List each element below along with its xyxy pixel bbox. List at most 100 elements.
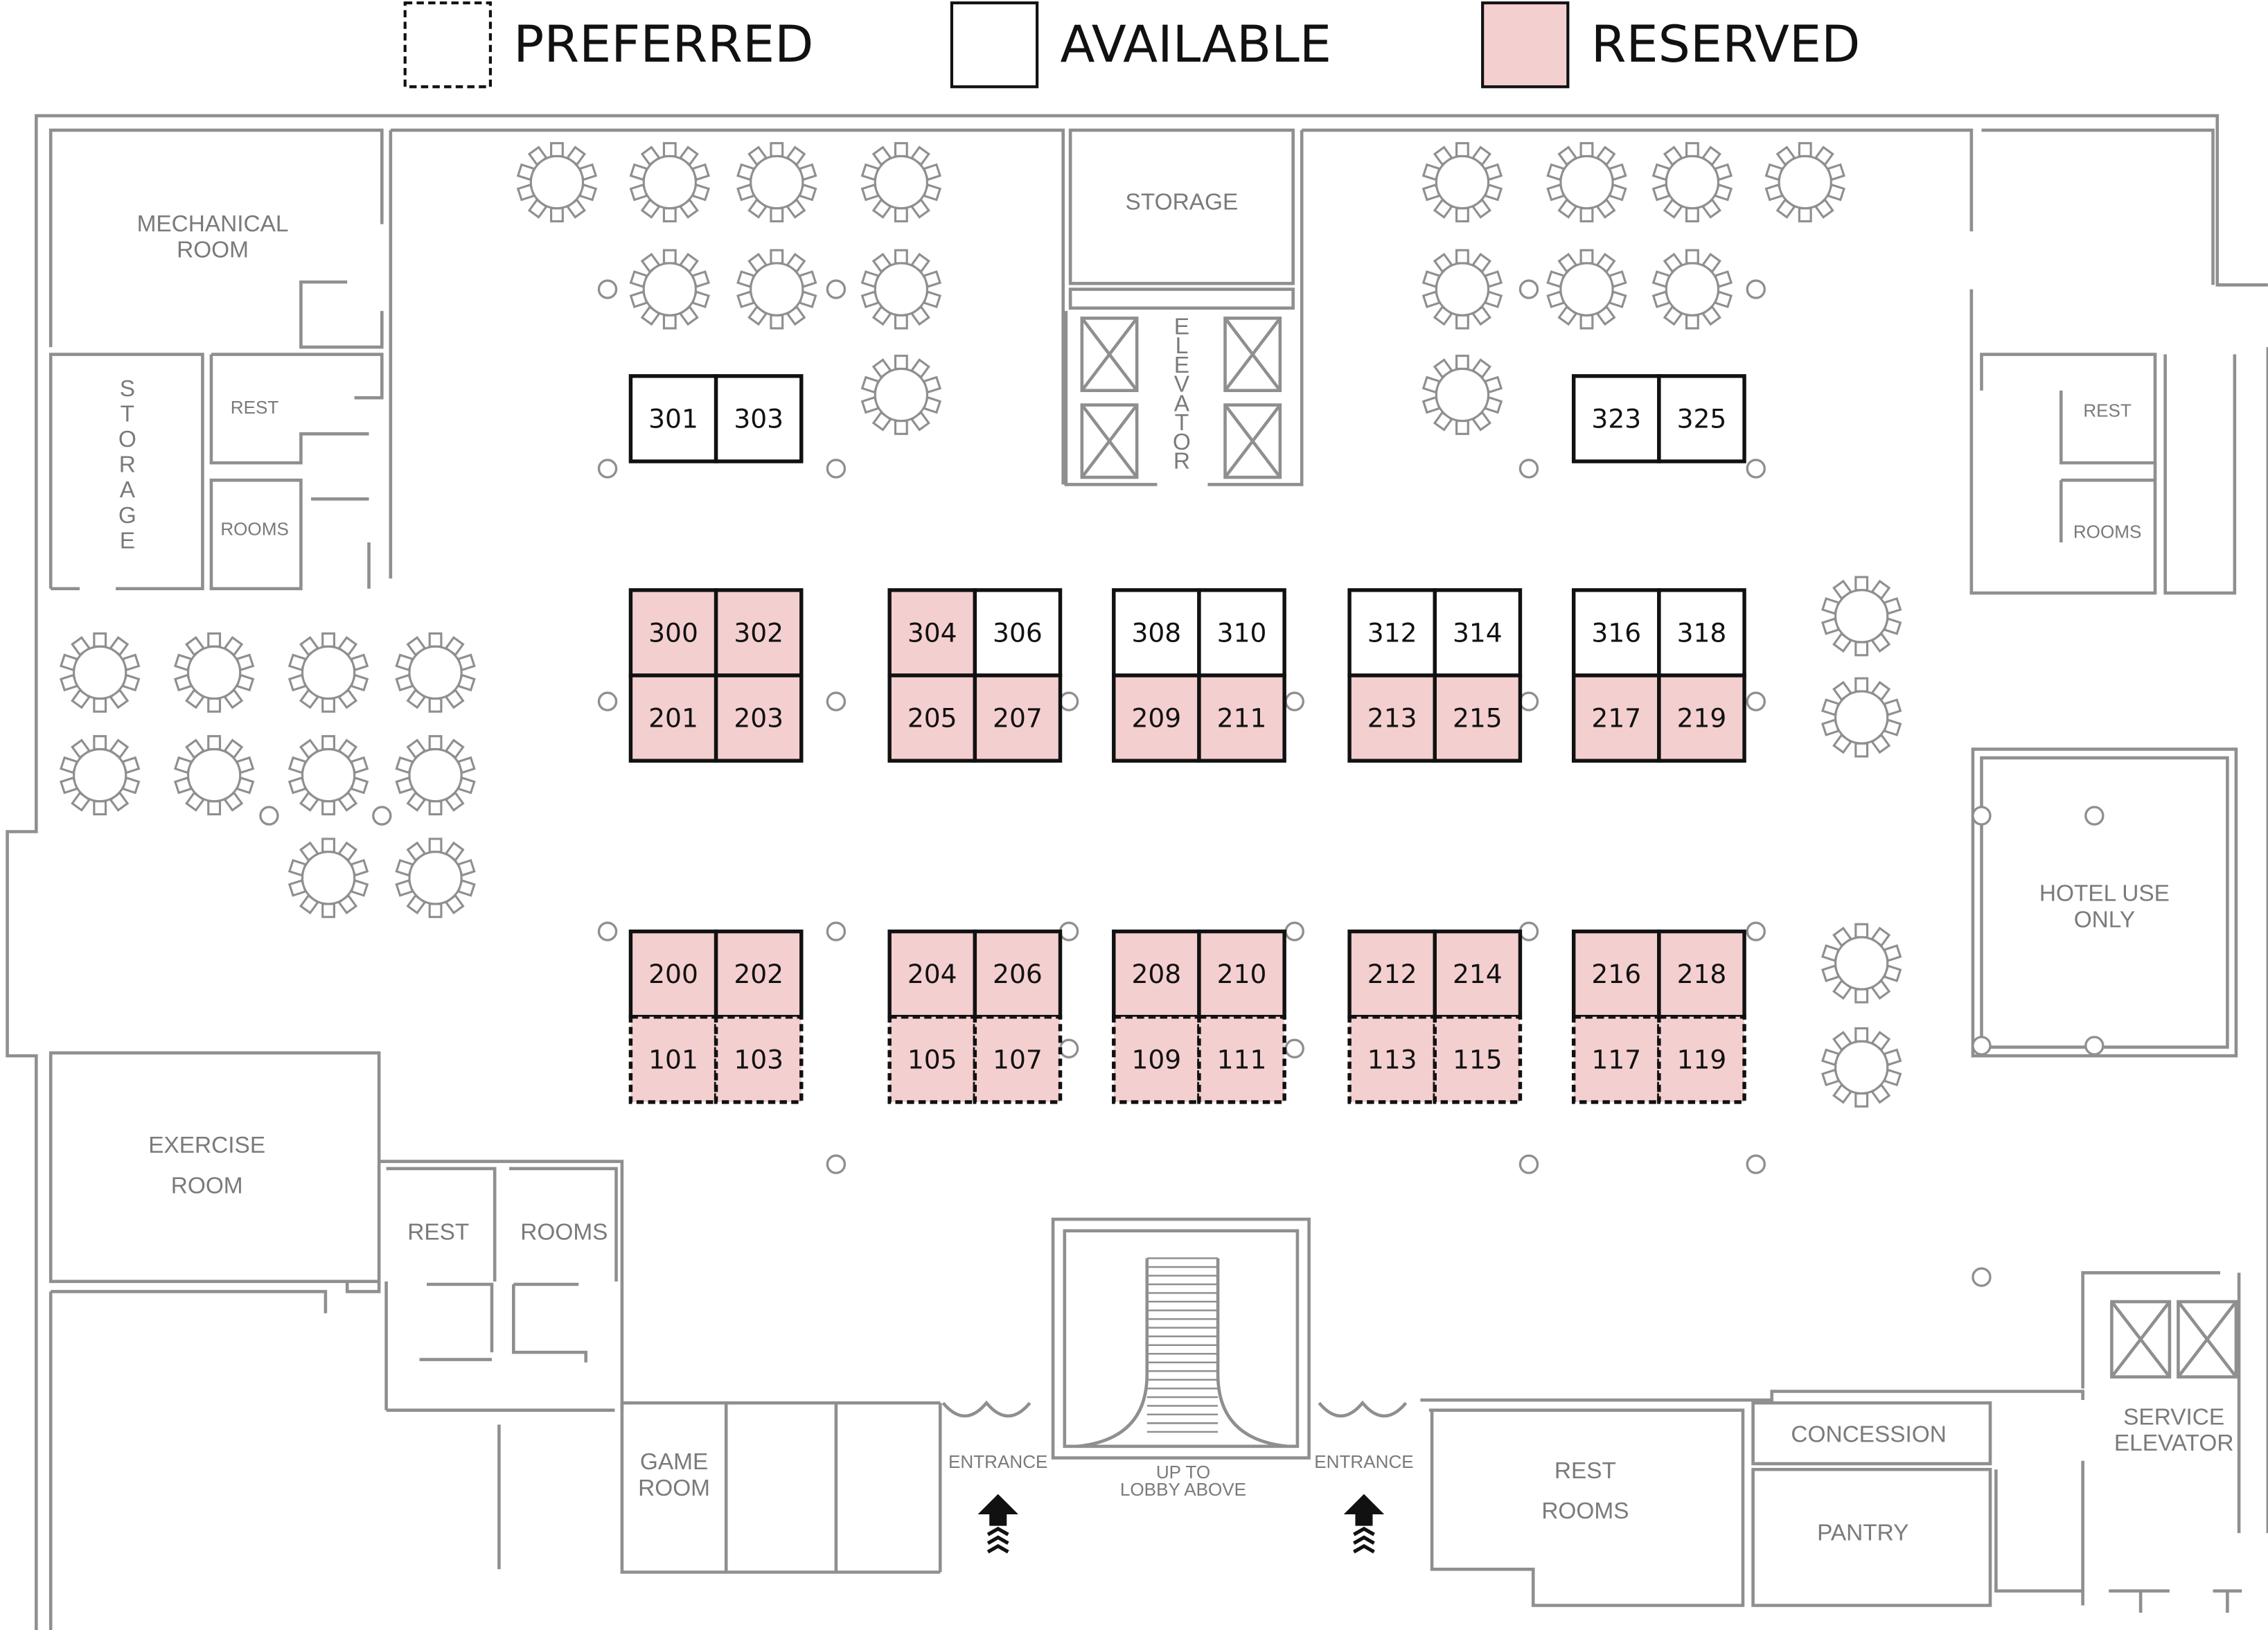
booth-215[interactable]: 215 — [1433, 673, 1523, 763]
stairs — [1077, 1257, 1288, 1449]
chair — [321, 697, 335, 713]
booth-204[interactable]: 204 — [887, 929, 977, 1019]
round-table — [395, 632, 476, 713]
round-table — [860, 355, 942, 435]
booth-323[interactable]: 323 — [1571, 374, 1661, 463]
storage-center-label: STORAGE — [1126, 190, 1239, 215]
booth-111[interactable]: 111 — [1197, 1015, 1286, 1104]
legend-reserved-swatch — [1481, 1, 1570, 89]
booth-318[interactable]: 318 — [1657, 588, 1746, 677]
booth-113[interactable]: 113 — [1347, 1015, 1437, 1104]
label-letter: O — [1173, 429, 1191, 455]
booth-216[interactable]: 216 — [1571, 929, 1661, 1019]
booth-208[interactable]: 208 — [1112, 929, 1201, 1019]
booth-cell — [1197, 1015, 1286, 1104]
booth-312[interactable]: 312 — [1347, 588, 1437, 677]
booth-202[interactable]: 202 — [714, 929, 804, 1019]
room-labels: MECHANICAL ROOM STORAGE REST ROOMS STORA… — [118, 190, 2234, 1546]
booth-308[interactable]: 308 — [1112, 588, 1201, 677]
booth-number: 109 — [1131, 1044, 1181, 1074]
hotel-use-label-2: ONLY — [2074, 907, 2135, 932]
round-table — [736, 142, 817, 223]
booth-205[interactable]: 205 — [887, 673, 977, 763]
booth-cell — [1433, 1015, 1523, 1104]
booth-206[interactable]: 206 — [973, 929, 1063, 1019]
round-table — [395, 735, 476, 816]
rooms-bottom-label: ROOMS — [520, 1219, 608, 1245]
booth-306[interactable]: 306 — [973, 588, 1063, 677]
rest-left-label: REST — [231, 397, 279, 418]
pillar — [597, 921, 618, 941]
chair — [321, 800, 335, 816]
pillar — [1284, 921, 1304, 941]
booth-number: 113 — [1367, 1044, 1417, 1074]
chair — [428, 697, 443, 713]
booth-301[interactable]: 301 — [628, 374, 718, 463]
booth-211[interactable]: 211 — [1197, 673, 1286, 763]
booth-303[interactable]: 303 — [714, 374, 804, 463]
booth-300[interactable]: 300 — [628, 588, 718, 677]
chair — [1455, 355, 1469, 370]
booth-cell — [1657, 588, 1746, 677]
booth-cell — [1433, 929, 1523, 1019]
booth-117[interactable]: 117 — [1571, 1015, 1661, 1104]
booth-119[interactable]: 119 — [1657, 1015, 1746, 1104]
booth-214[interactable]: 214 — [1433, 929, 1523, 1019]
table-top — [1435, 367, 1490, 423]
booth-302[interactable]: 302 — [714, 588, 804, 677]
booth-number: 314 — [1453, 617, 1503, 648]
booth-cell — [1112, 588, 1201, 677]
booth-number: 200 — [648, 959, 698, 989]
booth-217[interactable]: 217 — [1571, 673, 1661, 763]
table-top — [874, 367, 929, 423]
pillar — [1518, 691, 1539, 711]
booth-200[interactable]: 200 — [628, 929, 718, 1019]
table-top — [1559, 154, 1614, 210]
booth-219[interactable]: 219 — [1657, 673, 1746, 763]
booth-109[interactable]: 109 — [1112, 1015, 1201, 1104]
booth-203[interactable]: 203 — [714, 673, 804, 763]
chair — [428, 632, 443, 648]
chair — [770, 314, 784, 330]
round-table — [1651, 142, 1733, 223]
chair — [1455, 314, 1469, 330]
chair — [1455, 207, 1469, 223]
booth-cell — [1112, 929, 1201, 1019]
round-table — [1421, 249, 1503, 330]
booth-cell — [1112, 673, 1201, 763]
chair — [1854, 742, 1869, 758]
booth-213[interactable]: 213 — [1347, 673, 1437, 763]
booth-cell — [628, 1015, 718, 1104]
booth-304[interactable]: 304 — [887, 588, 977, 677]
booth-310[interactable]: 310 — [1197, 588, 1286, 677]
round-table — [60, 632, 141, 713]
booth-107[interactable]: 107 — [973, 1015, 1063, 1104]
booth-212[interactable]: 212 — [1347, 929, 1437, 1019]
booth-cell — [887, 673, 977, 763]
booth-103[interactable]: 103 — [714, 1015, 804, 1104]
booth-number: 218 — [1677, 959, 1727, 989]
pillar — [826, 691, 847, 711]
rest-bottom-label: REST — [407, 1219, 469, 1245]
booth-cell — [1433, 588, 1523, 677]
booth-101[interactable]: 101 — [628, 1015, 718, 1104]
chair — [894, 355, 908, 370]
booth-number: 206 — [993, 959, 1043, 989]
booth-115[interactable]: 115 — [1433, 1015, 1523, 1104]
pillar — [1284, 691, 1304, 711]
booth-209[interactable]: 209 — [1112, 673, 1201, 763]
booth-210[interactable]: 210 — [1197, 929, 1286, 1019]
booth-325[interactable]: 325 — [1657, 374, 1746, 463]
chair — [321, 903, 335, 919]
exercise-room-label: EXERCISE — [148, 1133, 265, 1158]
booth-105[interactable]: 105 — [887, 1015, 977, 1104]
booth-207[interactable]: 207 — [973, 673, 1063, 763]
booth-cell — [1347, 1015, 1437, 1104]
label-letter: R — [119, 452, 136, 478]
label-letter: A — [120, 477, 136, 503]
booth-201[interactable]: 201 — [628, 673, 718, 763]
booth-316[interactable]: 316 — [1571, 588, 1661, 677]
booth-number: 316 — [1591, 617, 1641, 648]
booth-314[interactable]: 314 — [1433, 588, 1523, 677]
booth-218[interactable]: 218 — [1657, 929, 1746, 1019]
